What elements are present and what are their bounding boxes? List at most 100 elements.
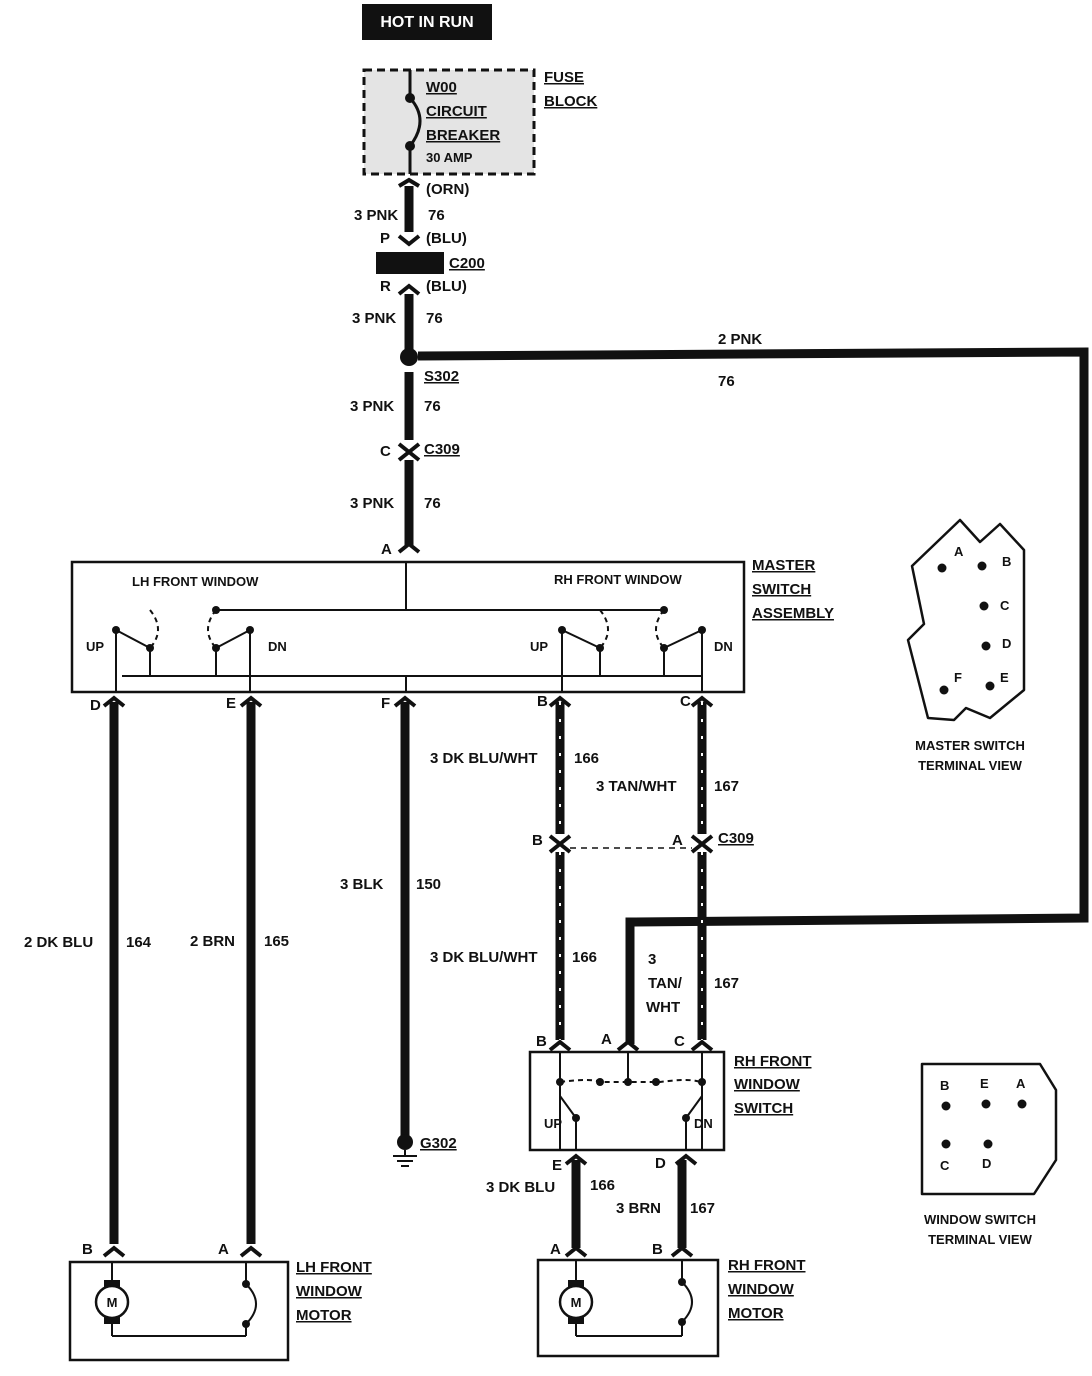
lh-motor-title: LH FRONT [296, 1259, 372, 1276]
rh-motor-pin-a: A [550, 1241, 561, 1258]
rh-switch-title-3: SWITCH [734, 1100, 793, 1117]
master-switch-title-3: ASSEMBLY [752, 605, 834, 622]
master-switch-box [70, 560, 746, 694]
s302-label: S302 [424, 368, 459, 385]
feed-wire-1-gauge: 3 PNK [354, 207, 398, 224]
breaker-amp: 30 AMP [426, 150, 473, 165]
lh-motor-pin-a: A [218, 1241, 229, 1258]
dkbluwht-2-circuit: 166 [572, 949, 597, 966]
rh-dn-label: DN [714, 639, 733, 654]
master-terminal-pin-a: A [954, 544, 964, 559]
tanwht-2-gauge-2: TAN/ [648, 975, 683, 992]
pin-c-c309: C [380, 443, 391, 460]
rh-motor-title-2: WINDOW [728, 1281, 795, 1298]
hot-in-run-box [362, 4, 492, 40]
ground-symbol [393, 1134, 417, 1167]
rh-motor-wires [571, 1160, 687, 1248]
rh-switch-title-2: WINDOW [734, 1076, 801, 1093]
tanwht-2-gauge-3: WHT [646, 999, 680, 1016]
pin-r: R [380, 278, 391, 295]
fuse-block-title-2: BLOCK [544, 93, 597, 110]
rh-switch-title: RH FRONT [734, 1053, 812, 1070]
brn-gauge: 2 BRN [190, 933, 235, 950]
lh-front-window-label: LH FRONT WINDOW [132, 574, 259, 589]
window-terminal-caption: WINDOW SWITCH [924, 1212, 1036, 1227]
window-terminal-caption-2: TERMINAL VIEW [928, 1232, 1032, 1247]
rh-switch-pin-e: E [552, 1157, 562, 1174]
rh-motor-chevrons [564, 1245, 694, 1258]
feed-wire-1-circuit: 76 [428, 207, 445, 224]
rh-motor-pin-b: B [652, 1241, 663, 1258]
window-terminal-pins [941, 1099, 1027, 1149]
branch-gauge: 2 PNK [718, 331, 762, 348]
hot-in-run-label: HOT IN RUN [380, 14, 473, 31]
rh-motor-title-3: MOTOR [728, 1305, 784, 1322]
lh-motor-chevrons [102, 1245, 263, 1258]
feed-wire-4-circuit: 76 [424, 495, 441, 512]
tanwht-1-gauge: 3 TAN/WHT [596, 778, 677, 795]
rh-switch-up: UP [544, 1116, 562, 1131]
master-terminal-pin-e: E [1000, 670, 1009, 685]
dk-blu-circuit: 164 [126, 934, 152, 951]
window-terminal-pin-e: E [980, 1076, 989, 1091]
window-terminal-pin-a: A [1016, 1076, 1026, 1091]
fuse-block-title: FUSE [544, 69, 584, 86]
c309-lower-label: C309 [718, 830, 754, 847]
dkbluwht-2-gauge: 3 DK BLU/WHT [430, 949, 538, 966]
rh-out-brn-circuit: 167 [690, 1200, 715, 1217]
rh-out-brn-gauge: 3 BRN [616, 1200, 661, 1217]
c309-top-label: C309 [424, 441, 460, 458]
rh-switch-pin-b: B [536, 1033, 547, 1050]
lh-motor-m: M [107, 1295, 118, 1310]
rh-up-label: UP [530, 639, 548, 654]
blu-label-1: (BLU) [426, 230, 467, 247]
feed-wire-3-gauge: 3 PNK [350, 398, 394, 415]
window-terminal-pin-b: B [940, 1078, 949, 1093]
master-pin-e: E [226, 695, 236, 712]
breaker-name: W00 [426, 79, 457, 96]
master-terminal-caption: MASTER SWITCH [915, 738, 1025, 753]
dkbluwht-1-gauge: 3 DK BLU/WHT [430, 750, 538, 767]
top-connector-chevrons [102, 695, 714, 708]
branch-wire-2pnk [417, 347, 1089, 1044]
window-terminal-pin-c: C [940, 1158, 950, 1173]
rh-front-window-label: RH FRONT WINDOW [554, 572, 683, 587]
orn-label: (ORN) [426, 181, 469, 198]
branch-circuit: 76 [718, 373, 735, 390]
master-terminal-pins [937, 561, 995, 695]
lh-motor-title-2: WINDOW [296, 1283, 363, 1300]
rh-window-switch-box [528, 1050, 726, 1152]
c309-pin-b: B [532, 832, 543, 849]
feed-wire-4-gauge: 3 PNK [350, 495, 394, 512]
master-switch-title-2: SWITCH [752, 581, 811, 598]
lh-motor-wires [109, 702, 410, 1244]
s302-splice [400, 348, 418, 366]
rh-motor-icon [558, 1284, 594, 1320]
tanwht-2-circuit: 167 [714, 975, 739, 992]
dkbluwht-1-circuit: 166 [574, 750, 599, 767]
connector-chevrons [397, 177, 421, 554]
lh-motor-icon [94, 1284, 130, 1320]
brn-circuit: 165 [264, 933, 289, 950]
lh-up-label: UP [86, 639, 104, 654]
rh-motor-title: RH FRONT [728, 1257, 806, 1274]
master-pin-f: F [381, 695, 390, 712]
master-pin-c: C [680, 693, 691, 710]
master-terminal-pin-d: D [1002, 636, 1011, 651]
g302-label: G302 [420, 1135, 457, 1152]
feed-wire-3-circuit: 76 [424, 398, 441, 415]
breaker-line3: BREAKER [426, 127, 500, 144]
master-pin-d: D [90, 697, 101, 714]
blk-gauge: 3 BLK [340, 876, 384, 893]
lh-motor-title-3: MOTOR [296, 1307, 352, 1324]
dk-blu-gauge: 2 DK BLU [24, 934, 93, 951]
c200-connector [376, 252, 444, 274]
master-terminal-pin-f: F [954, 670, 962, 685]
feed-wire-2-gauge: 3 PNK [352, 310, 396, 327]
master-pin-a: A [381, 541, 392, 558]
master-switch-title: MASTER [752, 557, 816, 574]
rh-switch-pin-c: C [674, 1033, 685, 1050]
rh-motor-m: M [571, 1295, 582, 1310]
